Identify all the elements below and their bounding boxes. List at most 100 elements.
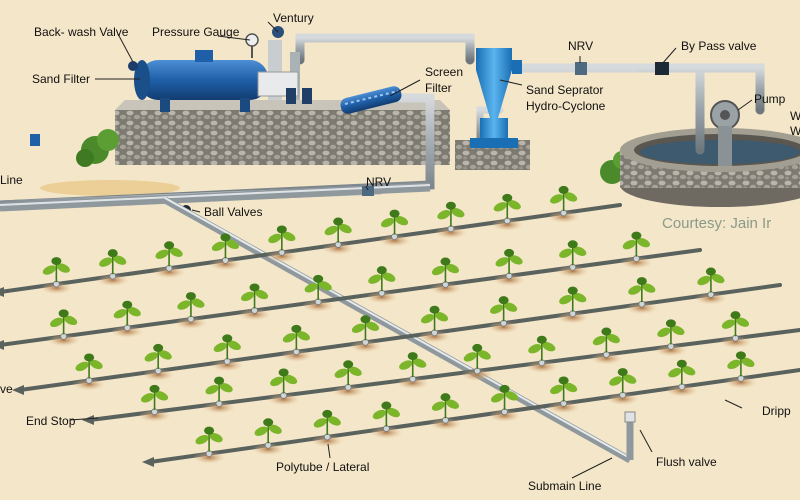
nrv-top-valve xyxy=(575,62,587,75)
plant-leaf xyxy=(222,334,233,343)
plant-leaf xyxy=(682,366,696,376)
plant-leaf xyxy=(558,185,569,194)
plant-leaf xyxy=(502,193,513,202)
plant-leaf xyxy=(407,352,418,361)
soil-patch xyxy=(311,434,344,447)
soil-patch xyxy=(211,359,244,372)
plant-leaf xyxy=(697,275,711,286)
ball-valves-label: Ball Valves xyxy=(204,205,263,219)
plant-leaf xyxy=(705,267,716,276)
plant-leaf xyxy=(75,361,89,372)
plant-leaf xyxy=(140,393,155,403)
plant-leaf xyxy=(420,314,435,324)
plant-leaf xyxy=(381,401,392,410)
plant-leaf xyxy=(195,434,209,445)
plant-leaf xyxy=(559,248,573,258)
plant-leaf xyxy=(225,239,240,250)
plant-leaf xyxy=(504,391,519,401)
soil-patch xyxy=(267,393,300,406)
soil-patch xyxy=(665,384,698,397)
end-stop-cap xyxy=(12,385,24,395)
plant-leaf xyxy=(296,331,310,341)
plant-leaf xyxy=(617,368,628,377)
plant-leaf xyxy=(668,368,682,378)
plant-leaf xyxy=(657,327,671,338)
soil-patch xyxy=(193,451,226,464)
plant-leaf xyxy=(601,327,612,336)
plant-leaf xyxy=(730,311,741,320)
plant-leaf xyxy=(376,266,387,275)
plant-leaf xyxy=(240,291,255,302)
well xyxy=(620,128,800,207)
plant-leaf xyxy=(365,321,380,331)
plant-leaf xyxy=(498,296,509,305)
sand-filter-tank xyxy=(134,50,268,112)
plant-leaf xyxy=(741,357,755,368)
plant-leaf xyxy=(220,233,231,242)
plant-leaf xyxy=(278,368,289,377)
soil-patch xyxy=(625,302,658,315)
plant-leaf xyxy=(338,223,352,234)
plant-leaf xyxy=(399,360,413,370)
soil-patch xyxy=(349,340,382,353)
soil-patch xyxy=(488,409,521,422)
plant-leaf xyxy=(558,376,569,385)
plant-leaf xyxy=(477,350,491,360)
venturi-assembly xyxy=(257,26,312,104)
plant-leaf xyxy=(313,418,327,428)
soil-patch xyxy=(378,234,411,247)
plant-leaf xyxy=(276,225,287,234)
soil-patch xyxy=(322,242,355,255)
pressure-gauge-label: Pressure Gauge xyxy=(152,25,240,39)
plant-leaf xyxy=(573,292,587,303)
plant-leaf xyxy=(113,309,127,319)
sand-filter-label: Sand Filter xyxy=(32,72,91,86)
plant-leaf xyxy=(368,274,382,284)
soil-patch xyxy=(556,265,589,278)
plant-leaf xyxy=(56,263,70,273)
soil-patch xyxy=(694,292,727,305)
soil-patch xyxy=(487,321,520,334)
plant-leaf xyxy=(209,432,223,443)
plant-leaf xyxy=(711,273,725,284)
plant-leaf xyxy=(413,358,427,368)
plant-leaf xyxy=(490,304,504,314)
plant-leaf xyxy=(304,283,318,293)
plant-leaf xyxy=(122,300,133,309)
plant-leaf xyxy=(382,272,396,282)
plant-leaf xyxy=(445,201,456,210)
soil-patch xyxy=(491,218,524,231)
soil-patch xyxy=(153,266,186,279)
plant-leaf xyxy=(169,247,183,257)
plant-leaf xyxy=(434,312,449,322)
well-label-1: W xyxy=(790,109,800,123)
flush-valve xyxy=(624,411,636,460)
plant-leaf xyxy=(89,359,103,370)
plant-leaf xyxy=(263,418,274,427)
backwash-valve-label: Back- wash Valve xyxy=(34,25,129,39)
plant-leaf xyxy=(394,215,409,226)
nrv-mid-label: NRV xyxy=(366,175,392,189)
plant-leaf xyxy=(636,237,650,248)
screen-filter xyxy=(340,86,402,114)
main-line-label: Line xyxy=(0,173,23,187)
plant-leaf xyxy=(490,393,505,403)
plant-leaf xyxy=(567,240,578,249)
soil-patch xyxy=(396,377,429,390)
plant-leaf xyxy=(472,343,483,352)
plant-leaf xyxy=(445,263,460,274)
sand-separator-label-2: Hydro-Cyclone xyxy=(526,99,606,113)
nrv-mid-valve xyxy=(362,186,374,196)
end-stop-label: End Stop xyxy=(26,414,76,428)
plant-leaf xyxy=(282,333,296,343)
soil-patch xyxy=(365,291,398,304)
leader-lines xyxy=(69,21,753,479)
soil-patch xyxy=(434,226,467,239)
plant-leaf xyxy=(270,376,284,387)
plant-leaf xyxy=(268,424,282,434)
plant-leaf xyxy=(205,384,219,395)
soil-patch xyxy=(252,443,285,456)
plant-leaf xyxy=(628,285,642,295)
